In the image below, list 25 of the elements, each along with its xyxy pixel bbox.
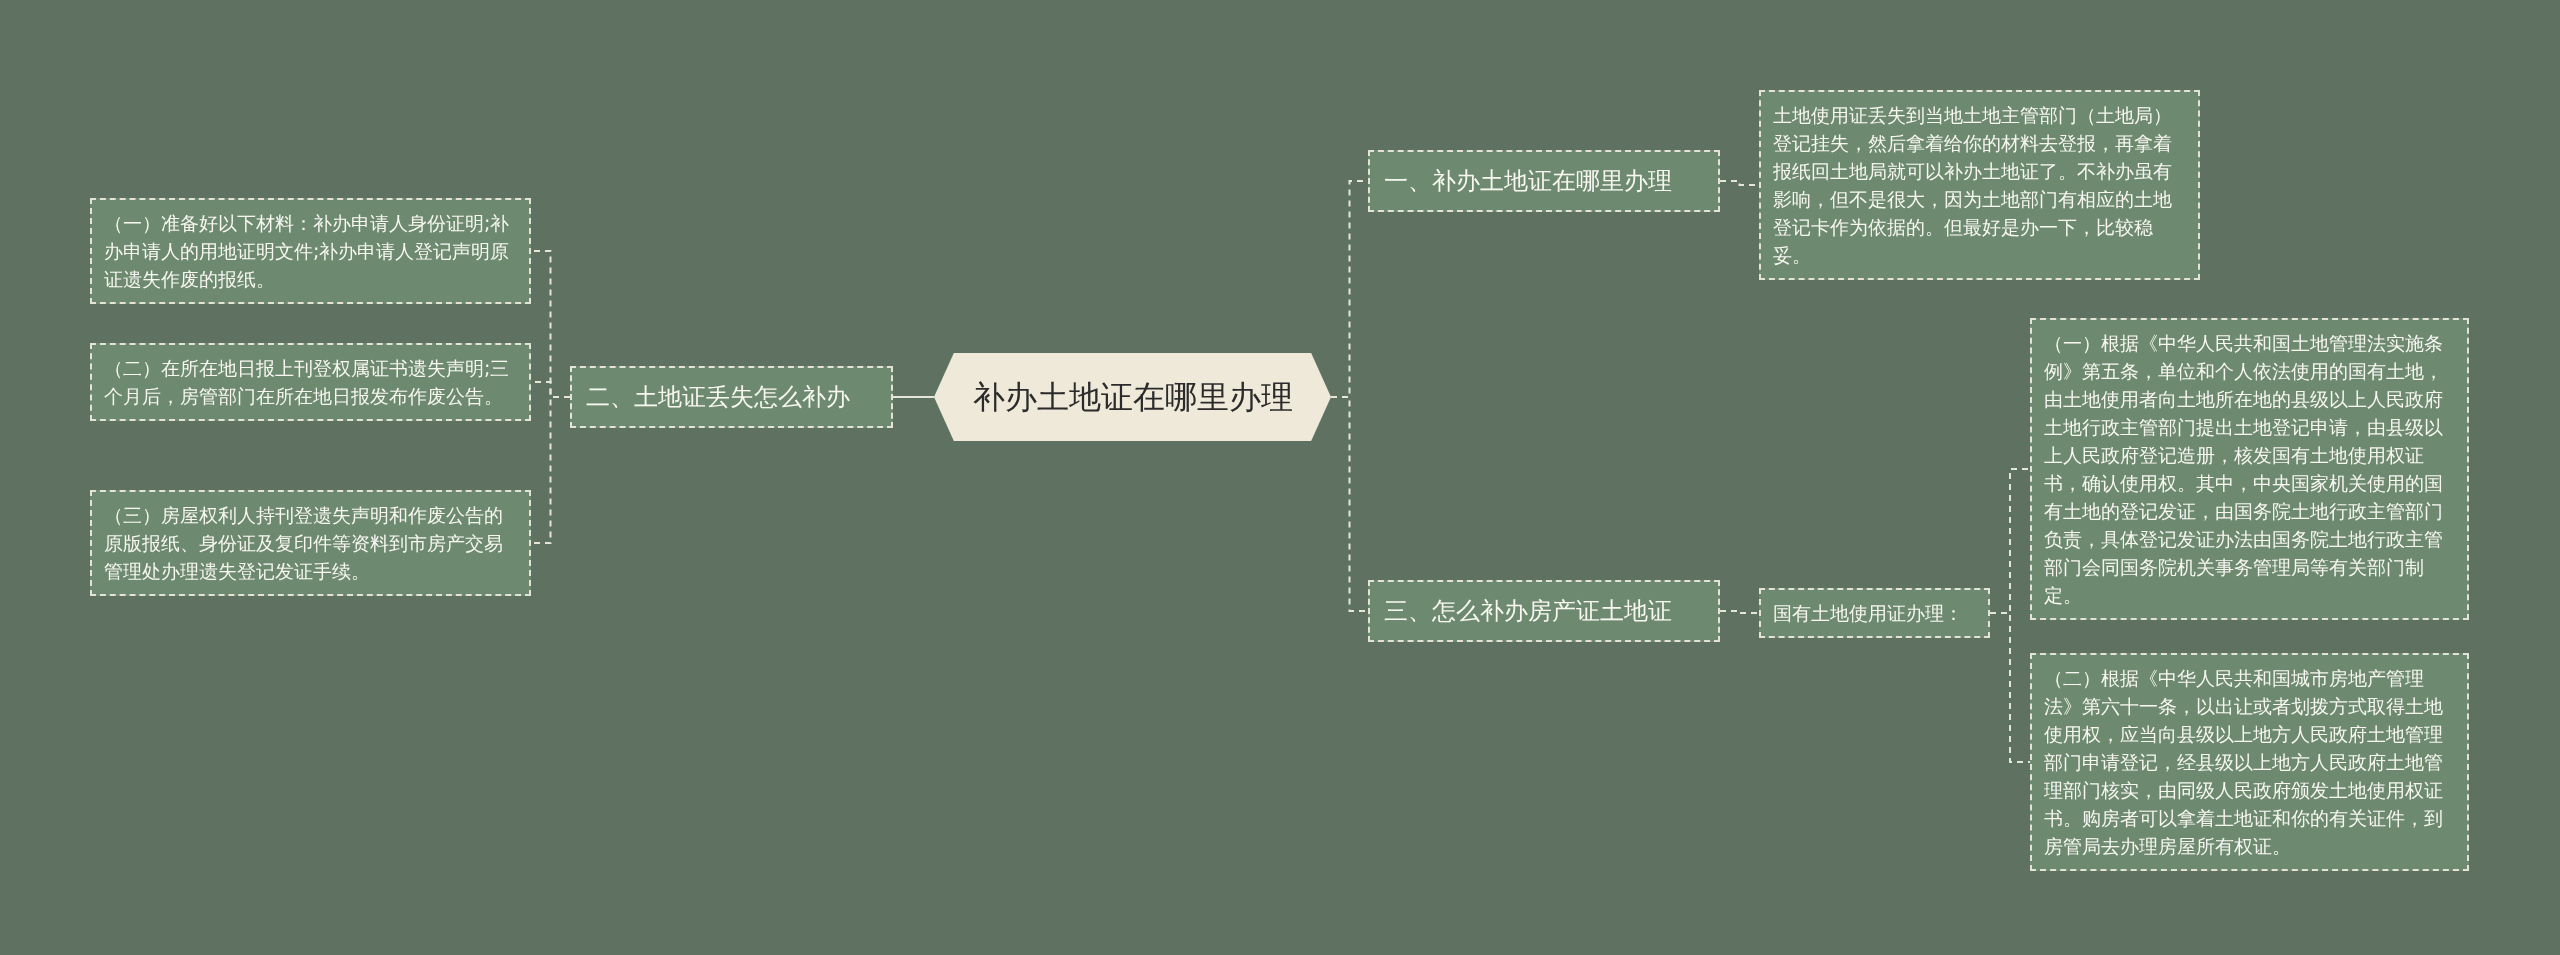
node-text: 补办土地证在哪里办理 (971, 377, 1294, 418)
node-text: 国有土地使用证办理： (1772, 601, 1964, 626)
note-box (2030, 318, 2469, 620)
topic-box (570, 366, 893, 428)
node-text: 土地使用证丢失到当地土地主管部门（土地局）登记挂失，然后拿着给你的材料去登报，再拿着报纸回土地局就可以补办土地证了。不补办虽有影响，但不是很大，因为土地部门有相应的土地登记卡作为依据的。但最好是办一下，比较稳妥。 (1772, 103, 2173, 268)
node-text: （三）房屋权利人持刊登遗失声明和作废公告的原版报纸、身份证及复印件等资料到市房产交易管理处办理遗失登记发证手续。 (103, 503, 504, 584)
connector-line (1719, 610, 1760, 614)
note-box (90, 490, 531, 596)
node-text: （一）准备好以下材料：补办申请人身份证明;补办申请人的用地证明文件;补办申请人登记声明原证遗失作废的报纸。 (103, 211, 511, 292)
connector-line (892, 396, 935, 398)
node-text: 三、怎么补办房产证土地证 (1383, 596, 1673, 627)
node-text: （一）根据《中华人民共和国土地管理法实施条例》第五条，单位和个人依法使用的国有土地，由土地使用者向土地所在地的县级以上人民政府土地行政主管部门提出土地登记申请，由县级以上人民政府登记造册，核发国有土地使用权证书，确认使用权。其中，中央国家机关使用的国有土地的登记发证，由国务院土地行政主管部门负责，具体登记发证办法由国务院土地行政主管部门会同国务院机关事务管理局等有关部门制定。 (2043, 331, 2444, 608)
node-text: （二）在所在地日报上刊登权属证书遗失声明;三个月后，房管部门在所在地日报发布作废公告。 (103, 356, 511, 409)
node-text: 二、土地证丢失怎么补办 (585, 382, 851, 413)
note-box (1759, 90, 2200, 280)
connector-line (1989, 612, 2031, 763)
node-text: 一、补办土地证在哪里办理 (1383, 166, 1673, 197)
central-topic (934, 353, 1331, 441)
node-text: （二）根据《中华人民共和国城市房地产管理法》第六十一条，以出让或者划拨方式取得土地使用权，应当向县级以上地方人民政府土地管理部门申请登记，经县级以上地方人民政府土地管理部门核实，由同级人民政府颁发土地使用权证书。购房者可以拿着土地证和你的有关证件，到房管局去办理房屋所有权证。 (2043, 666, 2444, 859)
note-box (2030, 653, 2469, 871)
note-box (90, 198, 531, 304)
topic-box (1368, 580, 1720, 642)
subtopic-box (1759, 588, 1990, 638)
note-box (90, 343, 531, 421)
topic-box (1368, 150, 1720, 212)
